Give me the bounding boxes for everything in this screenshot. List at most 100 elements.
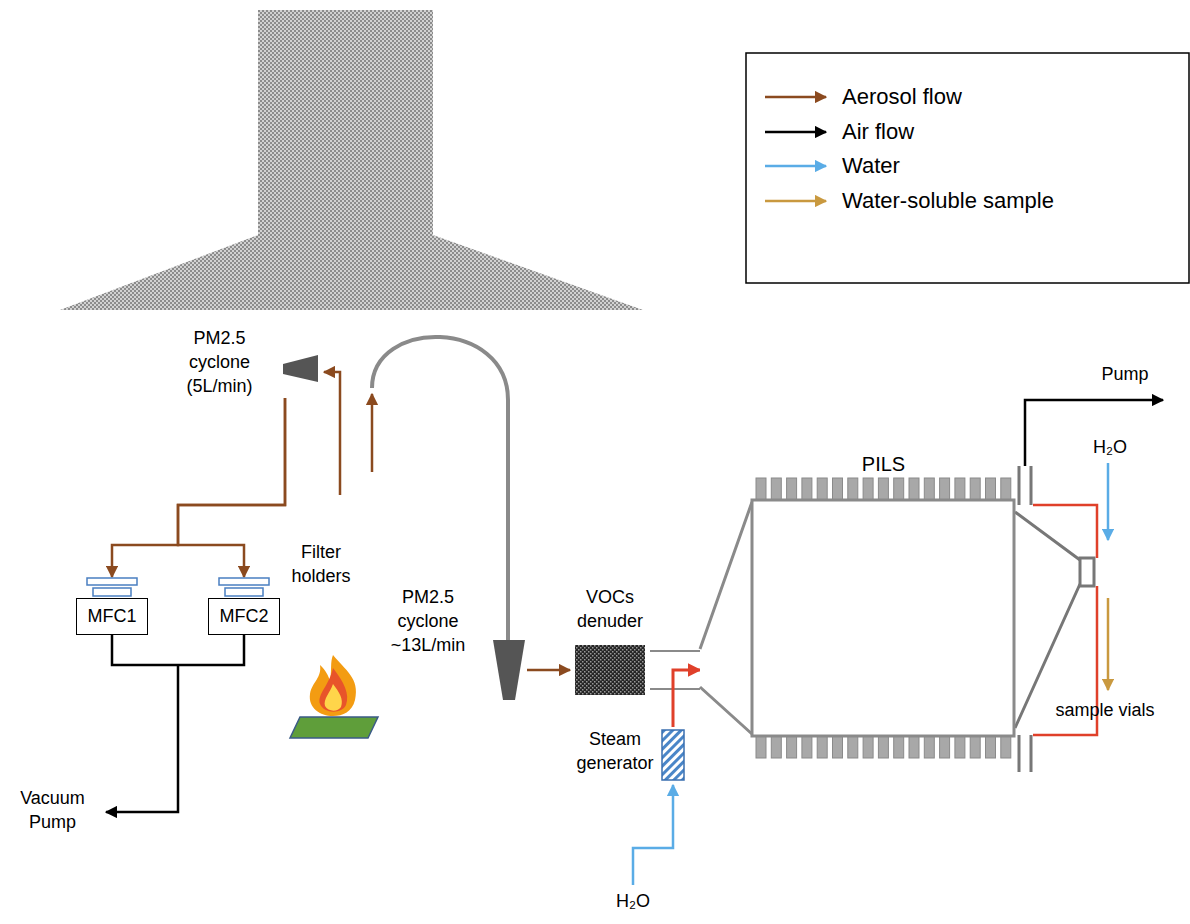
cyclone: PM2.5 cyclone (5L/min) <box>172 326 322 398</box>
pils-instrument-shape <box>894 478 904 500</box>
fire-source <box>325 684 342 711</box>
mass-flow-controller-shape <box>219 578 269 585</box>
cyclone: PM2.5 cyclone ~13L/min <box>378 585 527 700</box>
legend-sample-arrow <box>765 200 826 203</box>
exhaust-hood <box>60 10 643 310</box>
voc-denuder: VOCs denuder <box>570 585 650 695</box>
filter-holder-label: Filter holders <box>285 540 357 588</box>
pils-instrument-shape <box>833 478 843 500</box>
exhaust-hood <box>258 10 433 236</box>
aerosol-inlet-arrow <box>371 394 374 472</box>
legend-text: Water-soluble sample <box>842 188 1054 214</box>
fire-source <box>290 717 378 738</box>
vacuum-air-line <box>106 635 244 812</box>
node-label: PM2.5 cyclone ~13L/min <box>378 585 478 657</box>
pils-instrument-shape <box>986 478 996 500</box>
water-label: H₂O <box>1070 435 1150 459</box>
fire-source <box>290 655 378 738</box>
aerosol-inlet-arrow <box>324 372 340 495</box>
pils-instrument-shape <box>1001 736 1011 758</box>
water-inlet-arrow <box>633 463 1108 885</box>
legend-sample-arrow <box>765 97 826 201</box>
aerosol-flow-connector <box>178 398 285 577</box>
pils-instrument-shape <box>970 478 980 500</box>
pils-instrument-shape <box>700 502 752 734</box>
outlet-tube <box>1019 466 1031 772</box>
aerosol-flow-connector <box>112 398 285 577</box>
impactor <box>1015 512 1094 728</box>
exhaust-hood <box>60 235 643 310</box>
pils-instrument-shape <box>700 448 1015 758</box>
mass-flow-controller-shape <box>93 588 131 596</box>
mass-flow-controller-shape <box>87 578 137 585</box>
pils-instrument-shape <box>833 736 843 758</box>
pils-instrument-shape <box>1001 478 1011 500</box>
pils-instrument-shape <box>802 478 812 500</box>
pils-instrument-shape <box>894 736 904 758</box>
fire-source <box>310 655 356 716</box>
node-label: PM2.5 cyclone (5L/min) <box>172 326 267 398</box>
steam-generator: Steam generator <box>572 727 686 782</box>
aerosol-flow-connector <box>178 398 285 577</box>
mass-flow-controller: MFC2 <box>208 577 280 635</box>
pils-instrument-shape <box>771 478 781 500</box>
pump-label: Pump <box>1075 362 1175 386</box>
water-inlet-arrow <box>1107 463 1110 540</box>
legend-box <box>746 53 1189 283</box>
cyclone-shape <box>493 640 525 700</box>
pils-instrument-shape <box>955 478 965 500</box>
legend-text: Aerosol flow <box>842 84 962 110</box>
mass-flow-controller-shape <box>225 588 263 596</box>
controller-label: MFC1 <box>76 598 148 635</box>
voc-denuder-shape <box>575 645 645 695</box>
pils-instrument-shape <box>787 736 797 758</box>
outlet-tube <box>1019 466 1031 772</box>
vacuum-air-line <box>106 635 244 812</box>
aerosol-flow-connector <box>112 398 285 577</box>
pils-instrument-shape <box>924 736 934 758</box>
controller-label: MFC2 <box>208 598 280 635</box>
pils-instrument-shape <box>752 500 1014 736</box>
steam-connector <box>673 670 700 727</box>
legend-sample-arrow <box>765 131 826 134</box>
mass-flow-controller: MFC1 <box>76 577 148 635</box>
pils-instrument-shape <box>802 736 812 758</box>
pils-instrument-shape <box>771 736 781 758</box>
pils-instrument-shape <box>863 736 873 758</box>
water-label: H₂O <box>593 889 673 913</box>
cyclone-shape <box>283 355 318 382</box>
pils-instrument-shape <box>787 478 797 500</box>
impactor <box>1080 558 1094 586</box>
pils-instrument-shape <box>817 736 827 758</box>
water-inlet-arrow <box>633 785 673 885</box>
sample-outlet-arrow <box>1107 598 1110 690</box>
pils-instrument-shape <box>863 478 873 500</box>
legend-sample-arrow <box>765 96 826 99</box>
steam-connector <box>673 670 700 727</box>
node-label: PILS <box>752 452 1015 476</box>
sample-vials-label: sample vials <box>1040 698 1170 722</box>
aerosol-flow-connector <box>527 670 570 671</box>
pils-instrument-shape <box>756 478 766 500</box>
legend-text: Air flow <box>842 119 914 145</box>
impactor <box>1015 512 1080 728</box>
pils-instrument-shape <box>970 736 980 758</box>
pils-instrument-shape <box>940 736 950 758</box>
node-label: VOCs denuder <box>570 585 650 633</box>
steam-generator-shape <box>662 730 684 780</box>
vacuum-pump-label: Vacuum Pump <box>10 786 95 834</box>
node-label: Steam generator <box>572 727 658 775</box>
pils-instrument-shape <box>700 502 752 734</box>
aerosol-flow-connector <box>527 669 570 672</box>
pils-instrument-shape <box>986 736 996 758</box>
aerosol-inlet-arrow <box>324 372 372 495</box>
pils-instrument-shape <box>924 478 934 500</box>
pils-instrument: PILS <box>700 448 1015 758</box>
pils-instrument-shape <box>878 478 888 500</box>
sample-outlet-arrow <box>1108 598 1109 690</box>
fire-source <box>320 668 348 712</box>
pils-instrument-shape <box>878 736 888 758</box>
pils-instrument-shape <box>909 478 919 500</box>
pils-instrument-shape <box>817 478 827 500</box>
legend-text: Water <box>842 153 900 179</box>
